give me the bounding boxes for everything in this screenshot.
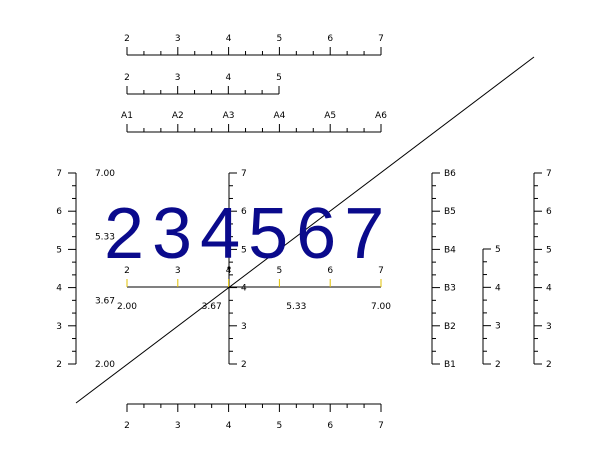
center-vertical-2-7-tick-label: 5 [241,245,247,255]
center-horizontal-2-7-tick-label: 5 [277,266,283,276]
top-numeric-2-5-tick-label: 5 [276,73,282,83]
top-numeric-2-7-tick-label: 4 [226,34,232,44]
center-vertical-2-7-tick-label: 2 [241,360,247,370]
top-numeric-2-7-tick-label: 5 [277,34,283,44]
far-right-numeric-2-7-tick-label: 4 [546,284,552,294]
left-numeric-2-7-tick-label: 2 [56,360,62,370]
top-numeric-2-7-tick-label: 6 [327,34,333,44]
left-fractional-tick-label: 3.67 [95,296,115,306]
top-numeric-2-7-tick-label: 3 [175,34,181,44]
top-numeric-2-7-tick-label: 2 [124,34,130,44]
bottom-numeric-2-7-tick-label: 6 [327,421,333,431]
top-numeric-2-5-tick-label: 4 [225,73,231,83]
diagonal-reference-line [75,56,535,404]
left-numeric-2-7-tick-label: 3 [56,322,62,332]
center-horizontal-fractional-tick-label: 7.00 [371,302,391,312]
right-numeric-2-5-tick-label: 4 [495,283,501,293]
center-horizontal-2-7-tick-label: 2 [124,266,130,276]
center-horizontal-2-7-tick-label: 7 [378,266,384,276]
bottom-numeric-2-7-tick-label: 2 [124,421,130,431]
top-categorical-a-tick-label: A3 [223,111,235,121]
far-right-numeric-2-7-tick-label: 2 [546,360,552,370]
top-categorical-a-tick-label: A2 [172,111,184,121]
center-horizontal-2-7-tick-label: 4 [226,266,232,276]
center-marker [227,266,231,270]
center-vertical-2-7-tick-label: 4 [241,284,247,294]
right-categorical-b-tick-label: B5 [444,207,456,217]
left-fractional-tick-label: 7.00 [95,169,115,179]
center-vertical-2-7-tick-label: 7 [241,169,247,179]
far-right-numeric-2-7-tick-label: 7 [546,169,552,179]
bottom-numeric-2-7-tick-label: 4 [226,421,232,431]
top-categorical-a-tick-label: A5 [324,111,336,121]
left-numeric-2-7-tick-label: 4 [56,284,62,294]
bottom-numeric-2-7-tick-label: 3 [175,421,181,431]
top-numeric-2-5-tick-label: 2 [124,73,130,83]
left-numeric-2-7-tick-label: 7 [56,169,62,179]
right-categorical-b-tick-label: B2 [444,322,456,332]
far-right-numeric-2-7-tick-label: 6 [546,207,552,217]
big-number-label: 2 3 4 5 6 7 [104,194,393,274]
far-right-numeric-2-7-tick-label: 5 [546,245,552,255]
right-numeric-2-5-tick-label: 3 [495,322,501,332]
right-categorical-b-tick-label: B1 [444,360,456,370]
center-vertical-2-7-tick-label: 3 [241,322,247,332]
left-fractional-tick-label: 2.00 [95,360,115,370]
center-horizontal-2-7-tick-label: 3 [175,266,181,276]
right-categorical-b-tick-label: B6 [444,169,456,179]
center-horizontal-fractional-tick-label: 3.67 [202,302,222,312]
left-numeric-2-7-tick-label: 6 [56,207,62,217]
center-horizontal-2-7-tick-label: 6 [327,266,333,276]
top-categorical-a-tick-label: A6 [375,111,387,121]
right-categorical-b-tick-label: B4 [444,245,456,255]
left-fractional-tick-label: 5.33 [95,233,115,243]
center-horizontal-fractional-tick-label: 2.00 [117,302,137,312]
top-categorical-a-tick-label: A4 [273,111,285,121]
right-categorical-b-tick-label: B3 [444,284,456,294]
right-numeric-2-5-tick-label: 2 [495,360,501,370]
top-categorical-a-tick-label: A1 [121,111,133,121]
top-numeric-2-5-tick-label: 3 [175,73,181,83]
far-right-numeric-2-7-tick-label: 3 [546,322,552,332]
left-numeric-2-7-tick-label: 5 [56,245,62,255]
center-vertical-2-7-tick-label: 6 [241,207,247,217]
center-horizontal-fractional-tick-label: 5.33 [286,302,306,312]
top-numeric-2-7-tick-label: 7 [378,34,384,44]
bottom-numeric-2-7-tick-label: 5 [277,421,283,431]
bottom-numeric-2-7-tick-label: 7 [378,421,384,431]
right-numeric-2-5-tick-label: 5 [495,245,501,255]
